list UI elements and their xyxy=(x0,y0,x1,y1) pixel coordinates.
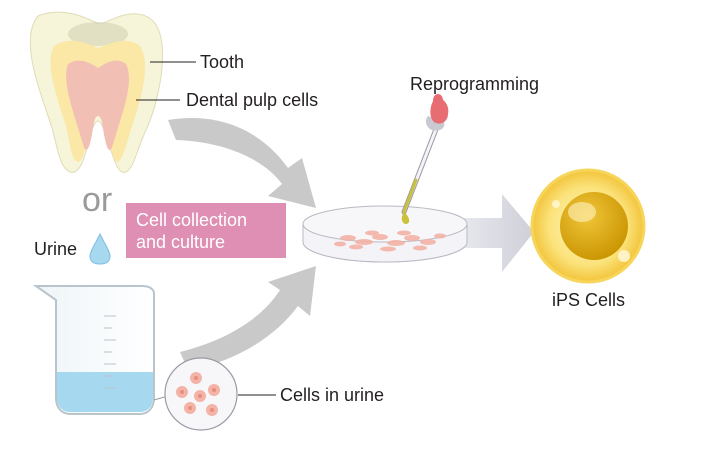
beaker-icon xyxy=(32,285,155,415)
tooth-icon xyxy=(29,11,196,173)
bottom-curved-arrow xyxy=(180,266,316,370)
pipette-icon xyxy=(401,94,449,224)
droplet-icon xyxy=(89,232,111,265)
label-cells-in-urine: Cells in urine xyxy=(280,385,385,405)
petri-dish-icon xyxy=(302,205,468,263)
top-curved-arrow xyxy=(168,118,316,208)
label-tooth: Tooth xyxy=(200,52,245,72)
ips-cell-icon xyxy=(530,168,646,284)
cell-collection-box: Cell collection and culture xyxy=(126,203,286,258)
cell-collection-line1: Cell collection xyxy=(136,210,248,230)
label-ips-cells: iPS Cells xyxy=(552,290,626,310)
label-urine: Urine xyxy=(34,239,78,259)
magnifier-circle-icon xyxy=(153,357,276,431)
right-arrow xyxy=(430,194,534,272)
label-dental-pulp-cells: Dental pulp cells xyxy=(186,90,319,110)
label-reprogramming: Reprogramming xyxy=(410,74,540,94)
cell-collection-line2: and culture xyxy=(136,232,226,252)
label-or: or xyxy=(82,181,113,219)
